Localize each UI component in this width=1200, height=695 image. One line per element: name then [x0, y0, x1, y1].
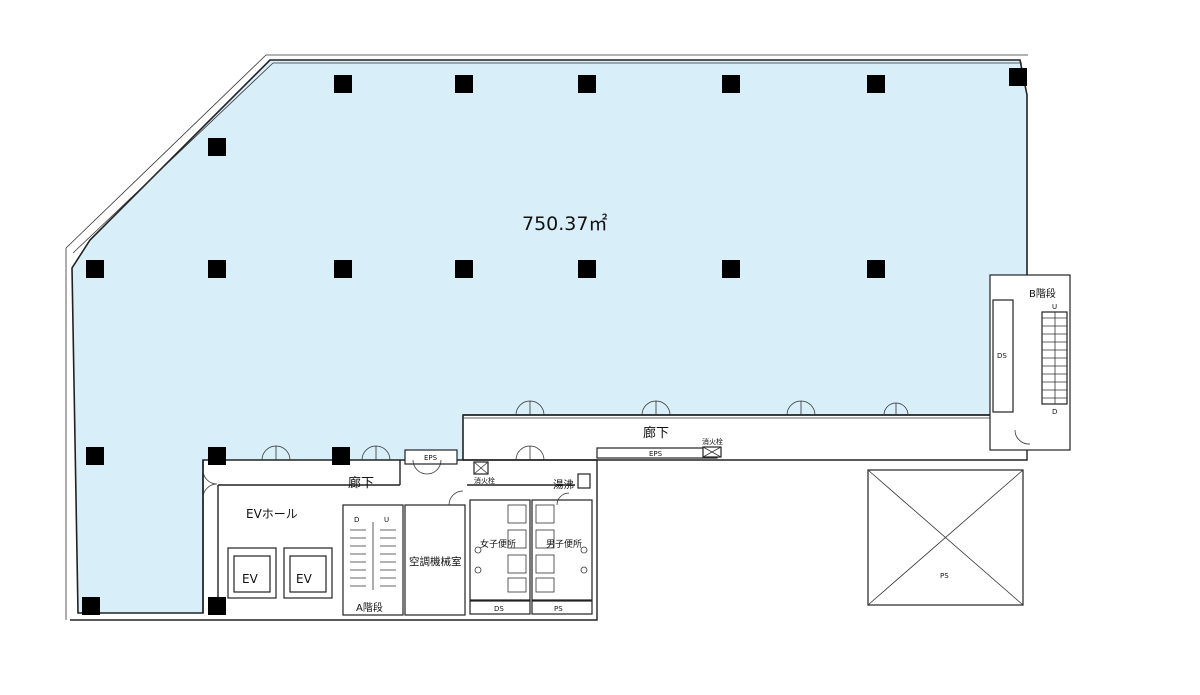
column: [578, 260, 596, 278]
column: [208, 260, 226, 278]
men-toilet-label: 男子便所: [546, 538, 582, 550]
ps-right-label: PS: [940, 572, 949, 580]
ps-lower-label: PS: [554, 605, 563, 613]
elevator-2-car: [289, 555, 327, 593]
column: [455, 75, 473, 93]
column: [334, 260, 352, 278]
kettle-sink: [577, 473, 591, 489]
column: [332, 447, 350, 465]
ps-lower: [531, 600, 593, 615]
stair-a-up-label: U: [384, 516, 389, 524]
ds-lower-label: DS: [494, 605, 504, 613]
column: [867, 75, 885, 93]
stair-a-treads: [350, 522, 396, 590]
columns: [82, 68, 1027, 615]
stair-b-down-label: D: [1052, 408, 1057, 416]
column: [455, 260, 473, 278]
stair-a-down-label: D: [354, 516, 359, 524]
women-toilet[interactable]: [469, 499, 531, 601]
stair-b-label: B階段: [1029, 287, 1056, 300]
hydrant-cross-lower: [473, 461, 489, 475]
column: [722, 75, 740, 93]
toilet-fixtures: [474, 504, 588, 593]
stair-b-up-label: U: [1052, 303, 1057, 311]
eps-box-lower: [404, 449, 458, 465]
corridor-lower-walls: [202, 460, 575, 615]
ps-right-cross: [867, 469, 1024, 606]
kettle-label: 湯沸: [553, 478, 574, 491]
column: [82, 597, 100, 615]
column: [722, 260, 740, 278]
column: [208, 447, 226, 465]
corridor-lower-label: 廊下: [348, 475, 374, 491]
column: [208, 138, 226, 156]
hvac-room-label: 空調機械室: [409, 555, 462, 568]
men-toilet[interactable]: [531, 499, 593, 601]
doors: [202, 400, 1031, 506]
ds-lower: [469, 600, 531, 615]
women-toilet-label: 女子便所: [480, 538, 516, 550]
hvac-room[interactable]: [404, 504, 466, 616]
curtain-wall: [65, 54, 1028, 620]
area-label: 750.37㎡: [522, 212, 607, 235]
eps-lower-label: EPS: [424, 454, 438, 462]
hydrant-upper-label: 消火栓: [702, 437, 723, 446]
ds-right-label: DS: [997, 352, 1007, 360]
column: [86, 447, 104, 465]
ds-right: [992, 299, 1014, 413]
column: [867, 260, 885, 278]
column: [86, 260, 104, 278]
curtain-wall-inner: [72, 62, 1022, 254]
elevator-1-car: [233, 555, 271, 593]
corridor-upper-walls: [463, 414, 1030, 461]
ev-2-label: EV: [296, 572, 313, 586]
eps-upper-label: EPS: [649, 450, 663, 458]
column: [208, 597, 226, 615]
ev-hall-label: EVホール: [246, 507, 298, 521]
corridor-upper-label: 廊下: [643, 425, 669, 441]
stair-a-label: A階段: [356, 601, 383, 614]
column: [578, 75, 596, 93]
column: [1009, 68, 1027, 86]
hydrant-lower-label: 消火栓: [474, 476, 495, 485]
ev-1-label: EV: [242, 572, 259, 586]
stair-b-treads: [1042, 312, 1067, 404]
hydrant-cross-upper: [702, 446, 722, 458]
column: [334, 75, 352, 93]
